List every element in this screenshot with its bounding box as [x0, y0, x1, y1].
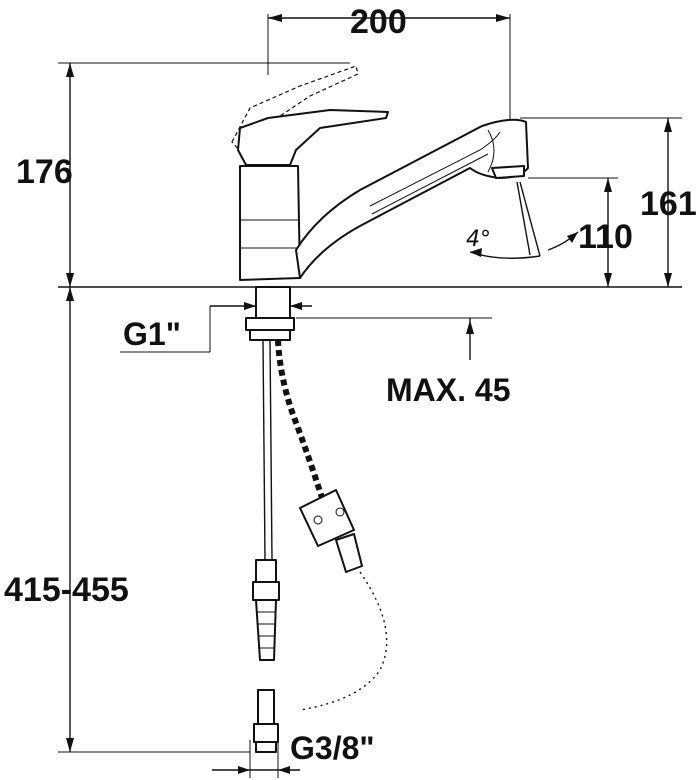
pull-out-hose — [275, 339, 388, 711]
label-thread-main: G1" — [123, 316, 181, 352]
dimension-176 — [58, 62, 350, 287]
dimension-max-deck — [296, 317, 492, 360]
label-thread-hose: G3/8" — [290, 730, 375, 766]
dimension-161 — [520, 117, 682, 287]
label-outlet-height: 110 — [578, 218, 633, 256]
dimension-200 — [267, 14, 511, 120]
supply-tube-left — [252, 339, 280, 661]
dimension-415-455 — [58, 287, 250, 753]
dimension-g38 — [212, 740, 300, 778]
mounting-shank — [245, 286, 295, 341]
faucet-body — [231, 65, 529, 281]
angle-indicator — [469, 181, 579, 259]
hose-end-connector — [253, 689, 279, 753]
label-hose-length: 415-455 — [4, 571, 129, 609]
label-spout-height: 161 — [640, 185, 697, 223]
label-total-height: 176 — [16, 153, 73, 191]
dimension-110 — [528, 177, 618, 287]
label-angle: 4° — [466, 227, 491, 252]
label-max-deck: MAX. 45 — [386, 372, 510, 408]
label-spout-reach: 200 — [350, 3, 407, 41]
